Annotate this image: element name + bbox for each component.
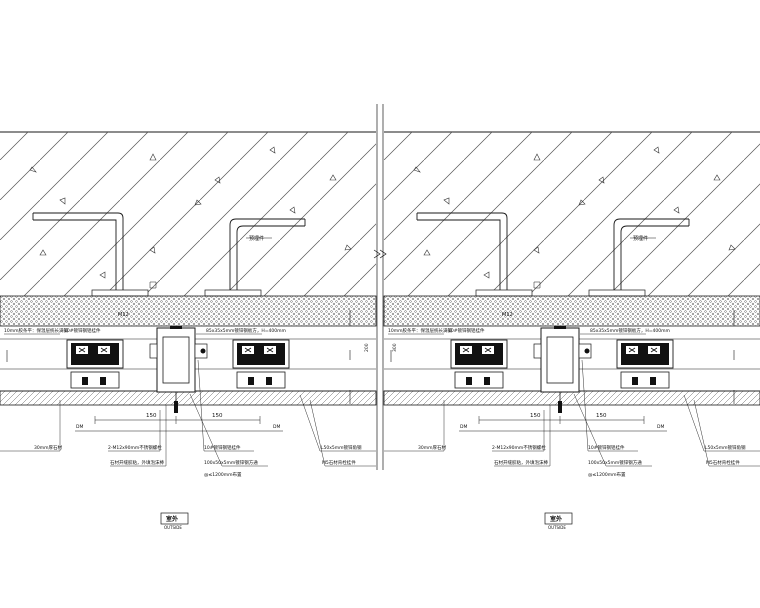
angle-steel-label-left: L50x5mm镀锌角钢: [321, 444, 362, 451]
dim-dm-left-b: DM: [273, 424, 280, 430]
insulation-note-right: 10mm胶条平：保温层统长满铺: [388, 327, 452, 334]
dim-dm-left-a: DM: [76, 424, 83, 430]
hook-label-left: 10#镀锌钢铝挂件: [64, 327, 101, 334]
backbolt-label-right: M5石材背栓挂件: [706, 459, 740, 466]
detail-panel-right: M12 预埋件 10mm胶条平：保温层统长满铺 10#镀锌钢铝挂件 85x35x…: [383, 131, 760, 530]
tube-spacing-right: @≤1200mm布置: [588, 471, 626, 478]
embed-plate-label-right: 预埋件: [633, 235, 648, 242]
embed-plate-marker-left: M12: [118, 312, 129, 318]
detail-panel-left: M12 预埋件 10mm胶条平：保温层统长满铺 10#镀锌钢铝挂件 85x35x…: [0, 131, 377, 530]
title-outside-en-left: OUTSIDE: [164, 525, 182, 530]
dim-300-right: 300: [392, 343, 398, 352]
dim-200-left: 200: [364, 343, 370, 352]
embed-plate-label-left: 预埋件: [249, 235, 264, 242]
hook-label-right: 10#镀锌钢铝挂件: [448, 327, 485, 334]
hook-plate-label-left: 10#镀锌钢铝挂件: [204, 444, 241, 451]
angle-bracket-label-right: 85x35x5mm镀锌钢板方，H=400mm: [590, 327, 670, 334]
dim-150b-left: 150: [212, 413, 223, 419]
title-outside-cn-right: 室外: [550, 515, 562, 523]
embed-plate-marker-right: M12: [502, 312, 513, 318]
sealant-label-right: 石材开缝胶粘，外填泡沫棒: [494, 459, 548, 466]
break-line-icon: [373, 104, 387, 470]
sealant-label-left: 石材开缝胶粘，外填泡沫棒: [110, 459, 164, 466]
dim-150b-right: 150: [596, 413, 607, 419]
title-outside-en-right: OUTSIDE: [548, 525, 566, 530]
dim-dm-right-b: DM: [657, 424, 664, 430]
insulation-note-left: 10mm胶条平：保温层统长满铺: [4, 327, 68, 334]
dim-150-left: 150: [146, 413, 157, 419]
hook-plate-label-right: 10#镀锌钢铝挂件: [588, 444, 625, 451]
bolts-label-right: 2-M12x90mm不锈钢螺栓: [492, 444, 546, 451]
backbolt-label-left: M5石材背栓挂件: [322, 459, 356, 466]
tube-label-right: 100x50x5mm镀锌钢方通: [588, 459, 642, 466]
tube-spacing-left: @≤1200mm布置: [204, 471, 242, 478]
dim-150-right: 150: [530, 413, 541, 419]
title-outside-cn-left: 室外: [166, 515, 178, 523]
stone-label-right: 30mm厚石材: [418, 444, 446, 451]
stone-label-left: 30mm厚石材: [34, 444, 62, 451]
angle-bracket-label-left: 85x35x5mm镀锌钢板方，H=400mm: [206, 327, 286, 334]
dim-dm-right-a: DM: [460, 424, 467, 430]
tube-label-left: 100x50x5mm镀锌钢方通: [204, 459, 258, 466]
angle-steel-label-right: L50x5mm镀锌角钢: [705, 444, 746, 451]
bolts-label-left: 2-M12x90mm不锈钢螺栓: [108, 444, 162, 451]
